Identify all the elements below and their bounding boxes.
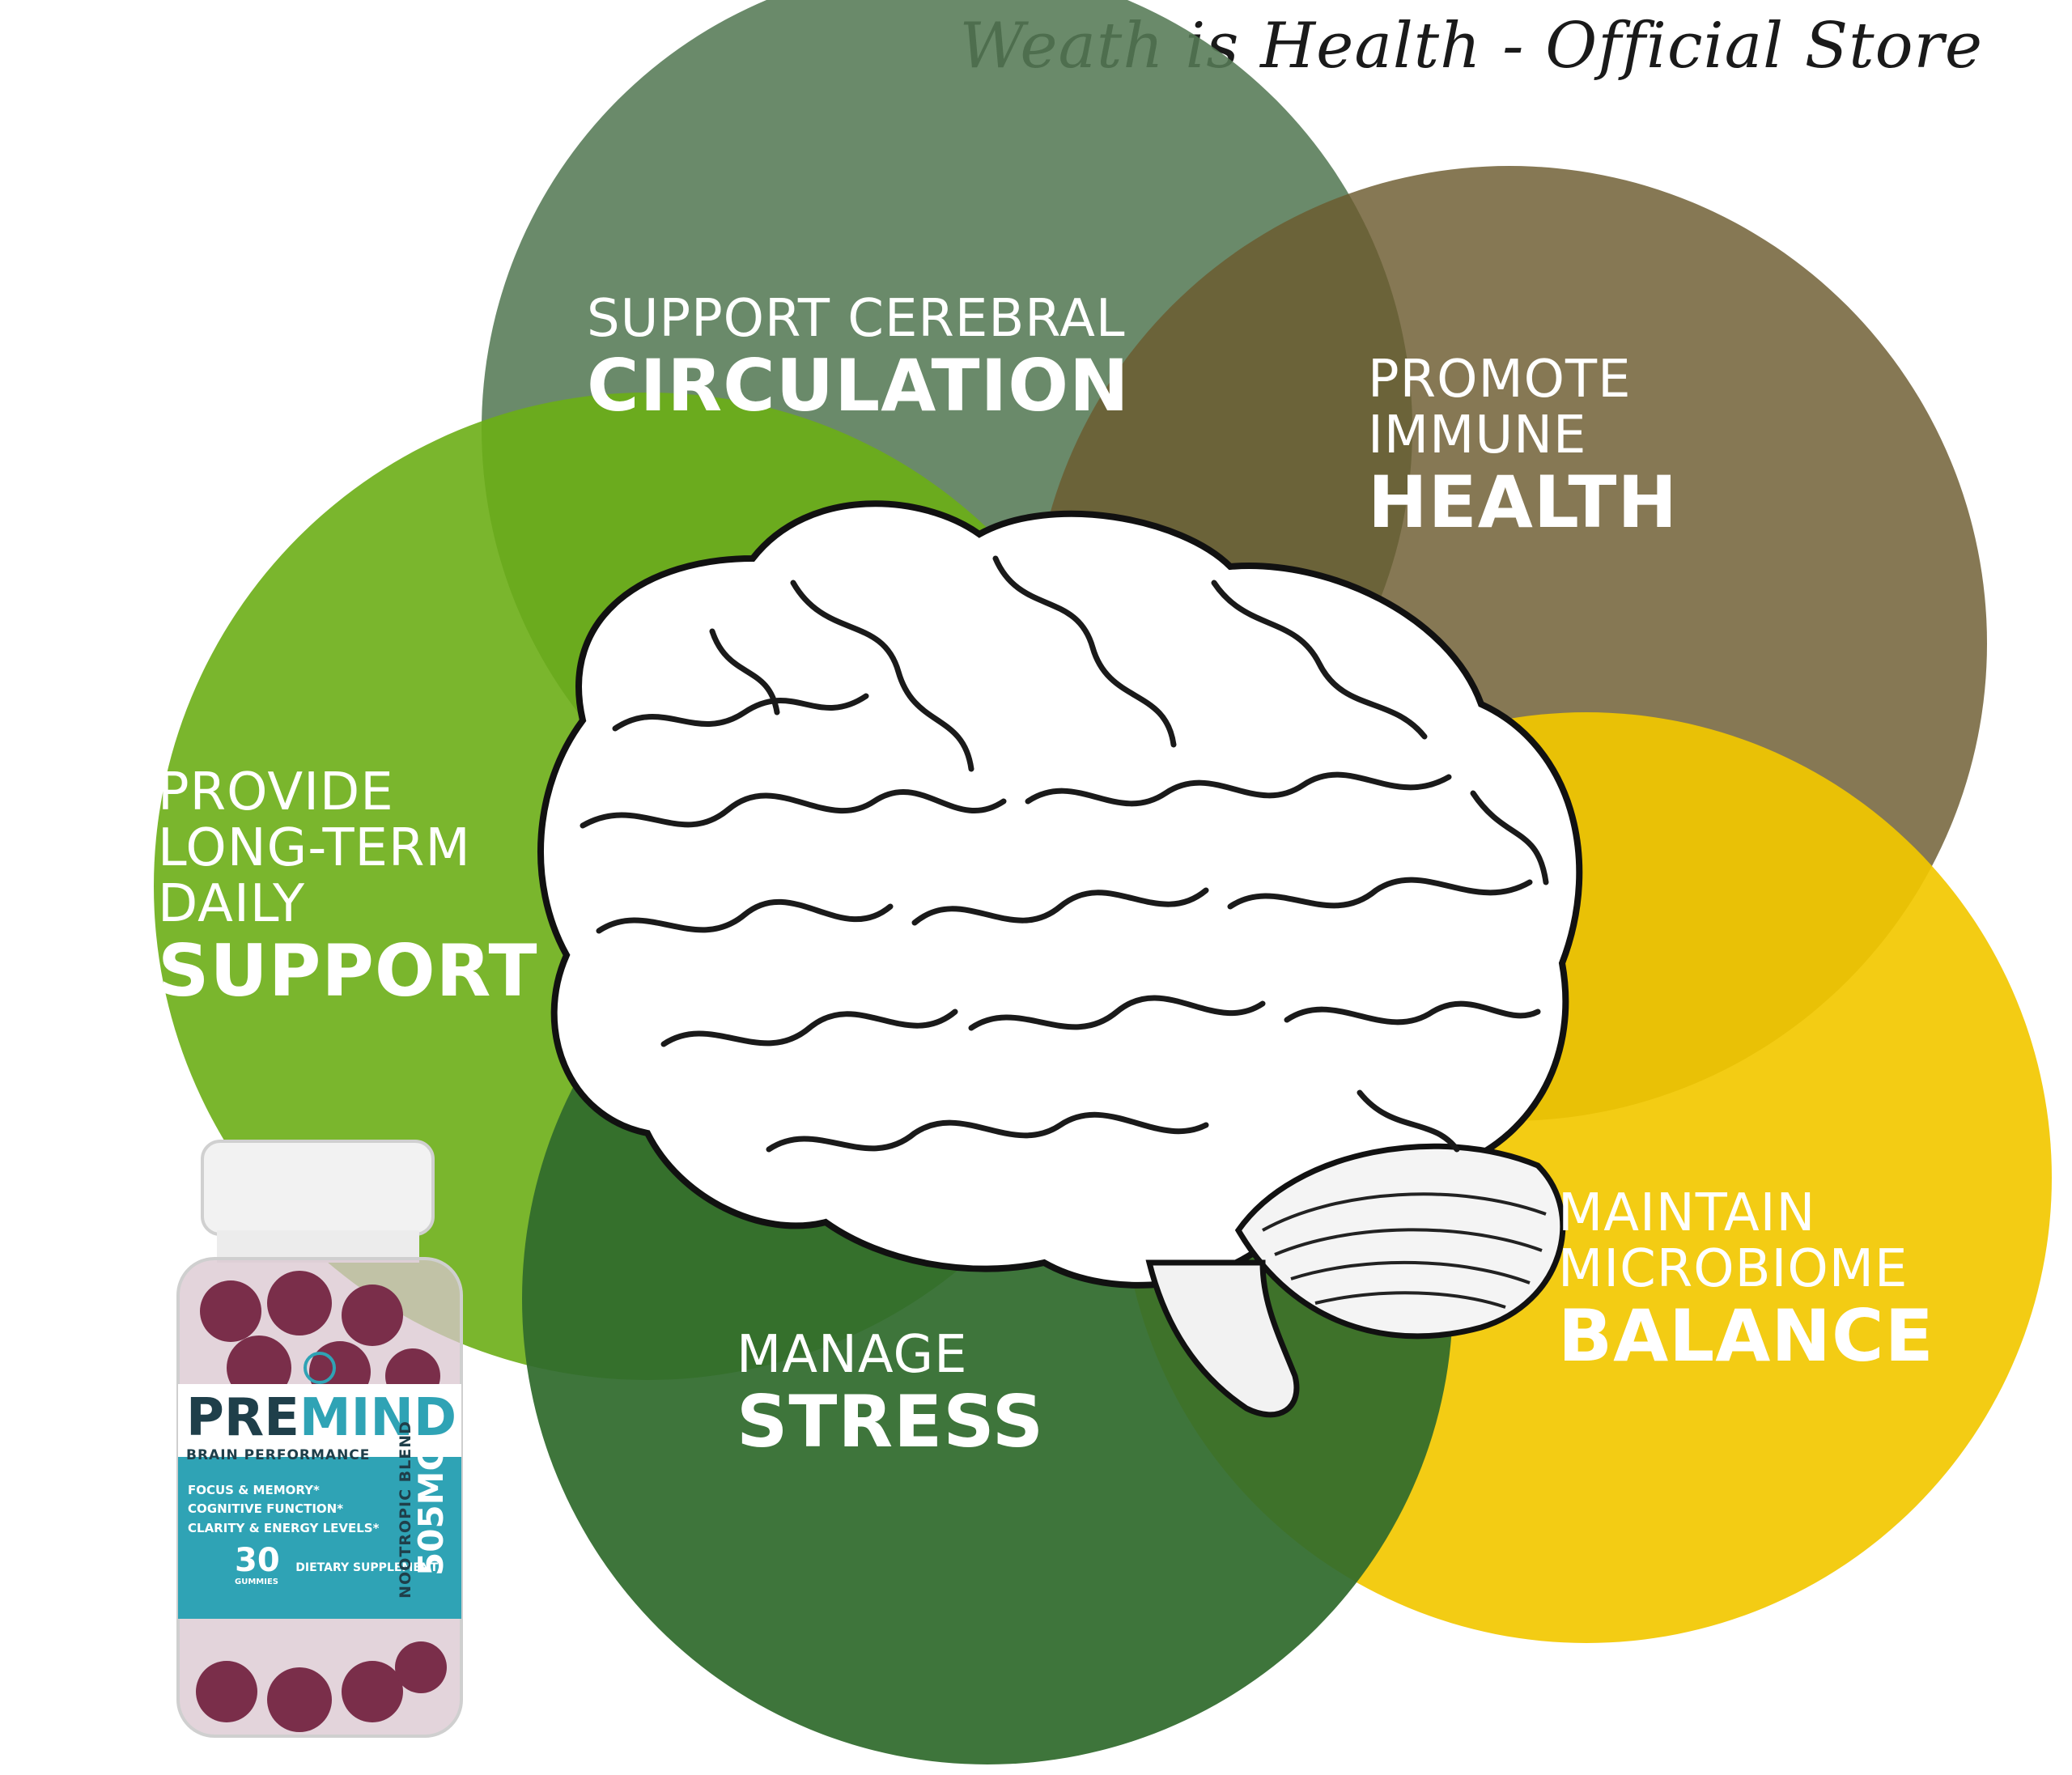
microbiome-line1: MAINTAIN: [1558, 1183, 1816, 1243]
brain-logo-icon: [304, 1352, 336, 1384]
blend-vertical: NOOTROPIC BLEND 505MG: [397, 1404, 453, 1615]
label-support: PROVIDE LONG-TERM DAILY SUPPORT: [158, 762, 538, 1013]
blend-amount: 505MG: [411, 1443, 451, 1576]
benefit-item: COGNITIVE FUNCTION*: [188, 1501, 344, 1517]
support-emphasis: SUPPORT: [158, 929, 538, 1013]
label-stress: MANAGE STRESS: [737, 1327, 1044, 1460]
brain-illustration-icon: [537, 500, 1583, 1418]
benefit-list: FOCUS & MEMORY* COGNITIVE FUNCTION* CLAR…: [188, 1481, 379, 1538]
bottle-brand: PREMIND BRAIN PERFORMANCE: [186, 1392, 456, 1463]
brand-pre: PRE: [186, 1388, 299, 1448]
gummy-count: 30: [235, 1542, 280, 1579]
brand-mind: MIND: [299, 1388, 457, 1448]
circulation-line1: SUPPORT CEREBRAL: [587, 289, 1126, 349]
supplement-type: DIETARY SUPPLEMENT: [295, 1561, 439, 1574]
bottle-cap: [201, 1140, 435, 1236]
circulation-emphasis: CIRCULATION: [587, 344, 1130, 428]
label-immune: PROMOTE IMMUNE HEALTH: [1368, 350, 1679, 545]
immune-emphasis: HEALTH: [1368, 461, 1679, 545]
count-unit: GUMMIES: [235, 1578, 278, 1586]
benefit-item: FOCUS & MEMORY*: [188, 1483, 320, 1497]
support-line1: PROVIDE: [158, 762, 394, 822]
microbiome-emphasis: BALANCE: [1558, 1294, 1934, 1378]
brand-subtitle: BRAIN PERFORMANCE: [186, 1447, 371, 1463]
microbiome-line2: MICROBIOME: [1558, 1239, 1909, 1300]
stress-emphasis: STRESS: [737, 1380, 1045, 1464]
immune-line1: PROMOTE: [1368, 350, 1632, 410]
label-microbiome: MAINTAIN MICROBIOME BALANCE: [1558, 1183, 1934, 1378]
label-circulation: SUPPORT CEREBRAL CIRCULATION: [587, 291, 1130, 424]
stress-line1: MANAGE: [737, 1325, 968, 1385]
immune-line2: IMMUNE: [1368, 406, 1587, 466]
label-accent-panel: [178, 1457, 461, 1619]
product-bottle: [176, 1140, 463, 1738]
support-line2: LONG-TERM: [158, 818, 471, 879]
brand-name: PREMIND: [186, 1392, 456, 1444]
support-line3: DAILY: [158, 874, 306, 935]
count-block: 30 DIETARY SUPPLEMENT GUMMIES: [235, 1542, 438, 1586]
benefit-item: CLARITY & ENERGY LEVELS*: [188, 1520, 380, 1535]
